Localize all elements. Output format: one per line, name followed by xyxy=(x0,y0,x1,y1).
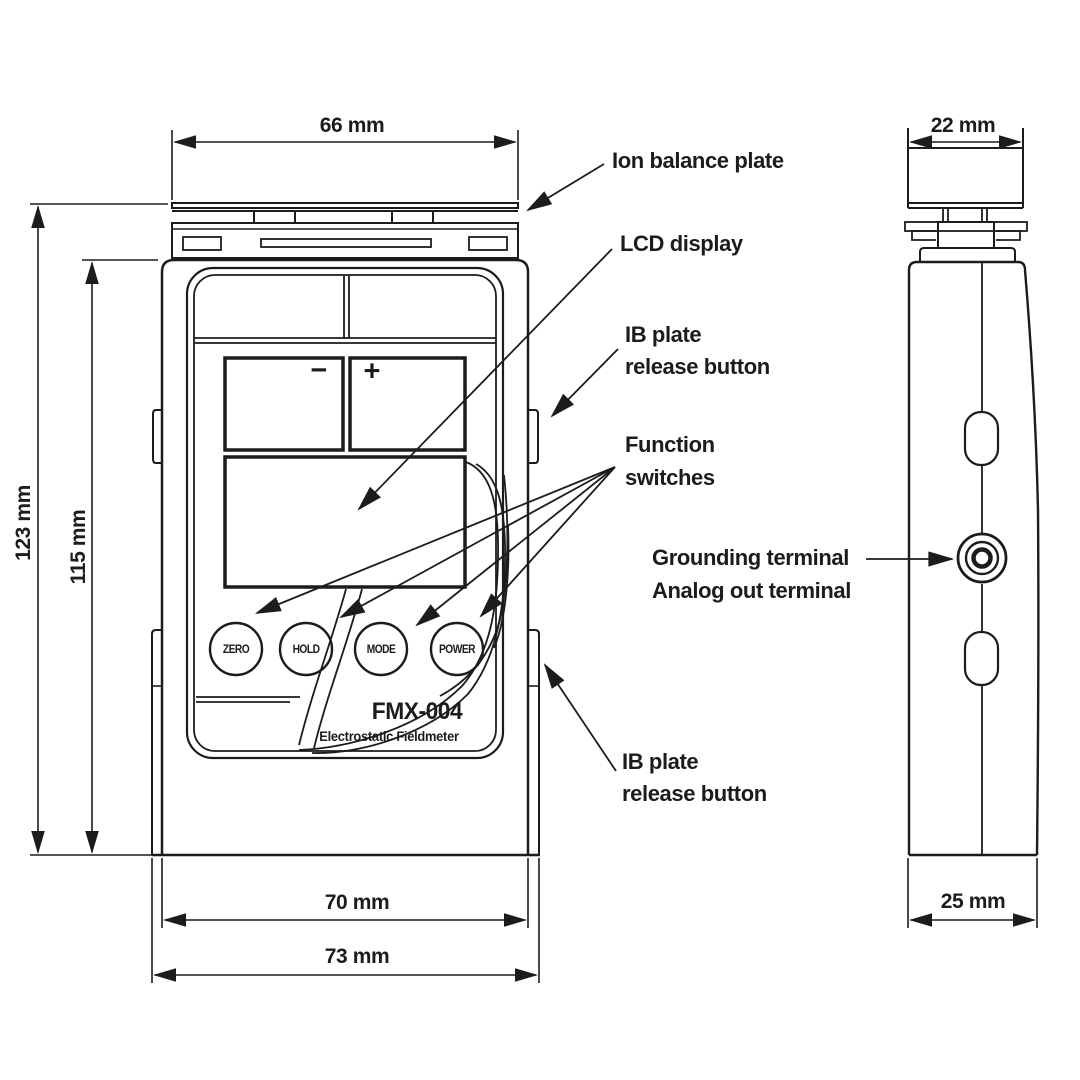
dimension-115mm xyxy=(82,259,158,854)
leader-ib-plate-top xyxy=(550,348,619,418)
side-body-outline xyxy=(907,260,1040,857)
lcd-display-drawing xyxy=(223,356,467,589)
plate-holder-frame xyxy=(171,222,519,259)
side-view xyxy=(904,128,1040,857)
callout-ib-plate-bottom-line1: IB plate xyxy=(622,749,699,774)
mode-button-circle xyxy=(353,621,409,677)
callout-ib-plate-bottom-line2: release button xyxy=(622,781,767,806)
ion-balance-plate-drawing xyxy=(171,202,519,223)
dimension-lines xyxy=(30,130,1038,983)
callout-ib-plate-top-line1: IB plate xyxy=(625,322,702,347)
device-model-text: FMX-004 xyxy=(371,698,463,725)
power-button-label: POWER xyxy=(439,642,476,656)
zero-button-label: ZERO xyxy=(222,642,250,656)
callout-ib-plate-top-line2: release button xyxy=(625,354,770,379)
dimension-label-22mm: 22 mm xyxy=(930,114,996,137)
lcd-minus-sign: − xyxy=(310,354,328,387)
leader-lcd-display xyxy=(357,248,613,511)
dimension-label-123mm: 123 mm xyxy=(12,485,35,561)
release-button-tab-left-upper xyxy=(152,409,162,464)
dimension-66mm xyxy=(171,130,519,200)
dimension-label-66mm: 66 mm xyxy=(319,114,385,137)
dimension-label-73mm: 73 mm xyxy=(324,945,390,968)
side-plate-drawing xyxy=(904,128,1028,262)
leader-function-zero xyxy=(254,466,616,614)
front-body-outline xyxy=(152,258,540,857)
release-button-tab-right-lower xyxy=(528,629,540,855)
hold-button-label: HOLD xyxy=(292,642,320,656)
mode-button-label: MODE xyxy=(366,642,396,656)
dimension-70mm xyxy=(161,858,529,928)
leader-lines xyxy=(254,163,955,772)
callout-analog-out-terminal: Analog out terminal xyxy=(652,578,851,603)
dimension-label-115mm: 115 mm xyxy=(67,509,90,585)
leader-function-mode xyxy=(415,466,616,627)
callout-ion-balance-plate: Ion balance plate xyxy=(612,148,784,173)
front-view xyxy=(151,202,540,857)
lcd-plus-sign: + xyxy=(363,355,381,388)
dimension-73mm xyxy=(151,858,540,983)
grounding-terminal-drawing xyxy=(956,532,1008,584)
side-slot-lower xyxy=(963,630,1000,687)
front-panel xyxy=(185,266,505,760)
dimension-25mm xyxy=(907,858,1038,928)
hold-button-circle xyxy=(278,621,334,677)
zero-button-circle xyxy=(208,621,264,677)
dimension-label-25mm: 25 mm xyxy=(940,890,1006,913)
callout-function-line2: switches xyxy=(625,465,715,490)
callout-lcd-display: LCD display xyxy=(620,231,743,256)
leader-function-power xyxy=(479,466,616,618)
leader-ion-balance-plate xyxy=(526,163,605,212)
release-button-tab-left-lower xyxy=(151,629,162,855)
device-subtitle-text: Electrostatic Fieldmeter xyxy=(319,728,459,744)
leader-function-hold xyxy=(339,466,616,619)
dimension-123mm xyxy=(30,203,168,856)
callout-function-line1: Function xyxy=(625,432,715,457)
dimension-label-70mm: 70 mm xyxy=(324,891,390,914)
callout-grounding-terminal: Grounding terminal xyxy=(652,545,849,570)
release-button-tab-right-upper xyxy=(528,409,539,464)
side-slot-upper xyxy=(963,410,1000,467)
leader-ib-plate-bottom xyxy=(543,663,617,772)
